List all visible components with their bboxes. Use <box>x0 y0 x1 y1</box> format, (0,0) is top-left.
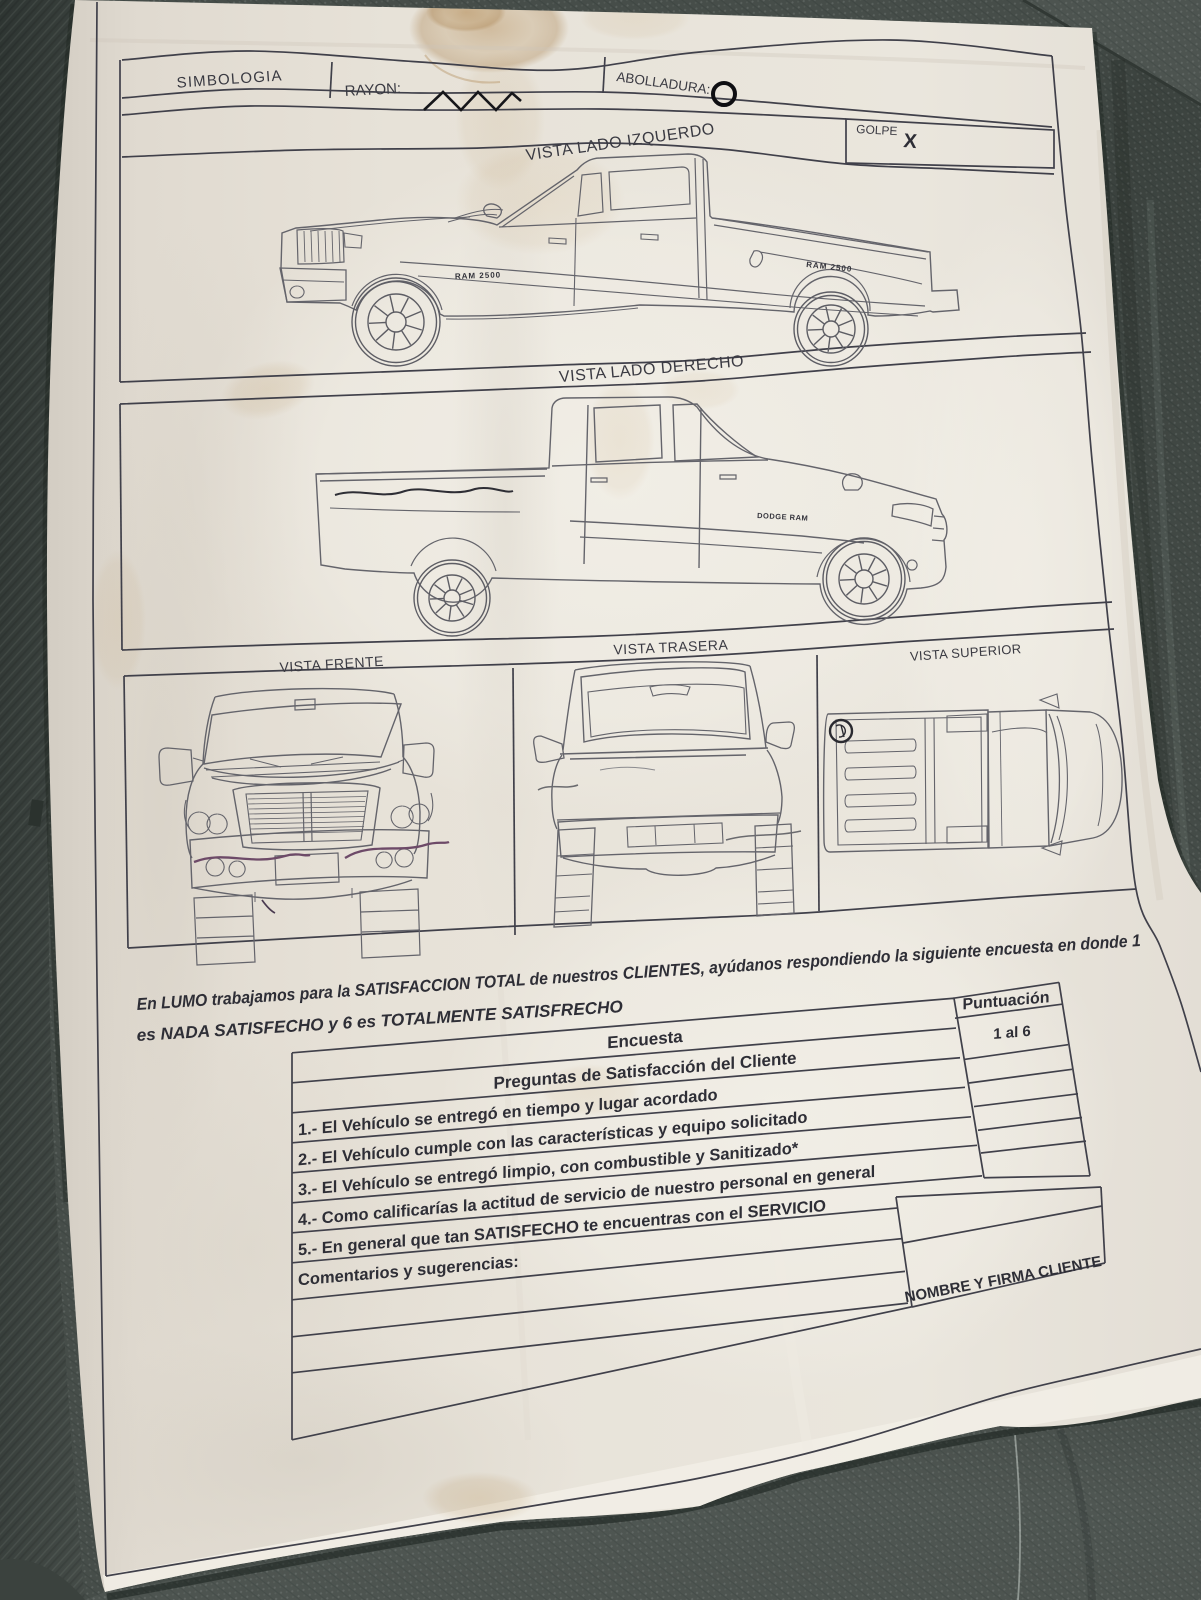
svg-text:1 al 6: 1 al 6 <box>993 1023 1031 1043</box>
svg-text:X: X <box>903 130 919 153</box>
svg-text:DODGE RAM: DODGE RAM <box>757 511 809 523</box>
svg-text:GOLPE: GOLPE <box>856 122 898 138</box>
svg-text:VISTA TRASERA: VISTA TRASERA <box>613 636 729 657</box>
svg-text:RAYON:: RAYON: <box>344 80 401 100</box>
svg-text:RAM 2500: RAM 2500 <box>455 270 502 281</box>
svg-text:VISTA FRENTE: VISTA FRENTE <box>279 653 384 675</box>
